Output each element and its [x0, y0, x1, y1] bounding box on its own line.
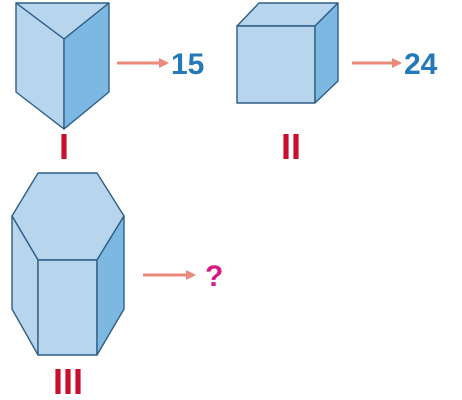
numeral-2: II — [281, 126, 301, 167]
value-1: 15 — [171, 48, 204, 81]
cube-right-face — [314, 2, 339, 104]
hex-front-face — [37, 259, 98, 356]
value-3-unknown: ? — [205, 260, 223, 293]
numeral-1: I — [59, 126, 69, 167]
figure-1-triangular-prism — [15, 2, 110, 130]
figure-3-hexagonal-prism — [11, 172, 125, 356]
cube-front-face — [236, 25, 316, 104]
numeral-3: III — [53, 361, 83, 400]
figure-2-cube — [236, 2, 339, 104]
prism-right-face — [63, 2, 110, 130]
value-2: 24 — [404, 48, 438, 81]
hex-right-face — [96, 215, 125, 356]
